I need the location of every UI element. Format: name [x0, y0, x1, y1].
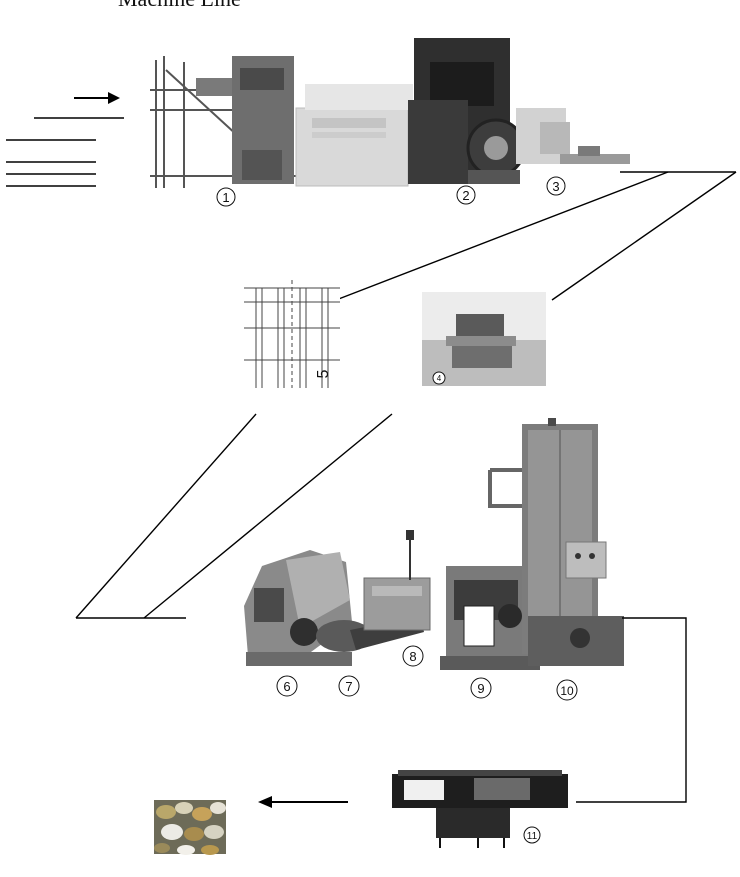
machine-11-packer [392, 770, 568, 848]
station-4-label: 4 [432, 371, 446, 385]
machine-1-uncoiler [150, 56, 413, 188]
connector-line-bottom [576, 617, 687, 803]
station-3-label: 3 [546, 176, 566, 196]
machine-2-press [408, 38, 526, 184]
page-title: Machine Line [118, 0, 241, 11]
svg-text:3: 3 [552, 179, 559, 194]
coins-icon [154, 800, 226, 855]
dimension-label: 5 [315, 369, 332, 378]
station-9-label: 9 [470, 677, 492, 699]
station-7-label: 7 [338, 675, 360, 697]
station-2-label: 2 [456, 185, 476, 205]
svg-text:4: 4 [437, 374, 442, 383]
svg-text:11: 11 [527, 831, 538, 842]
machine-8-control-box [363, 530, 431, 631]
station-10-label: 10 [556, 679, 578, 701]
station-11-label: 11 [523, 826, 541, 844]
svg-text:8: 8 [409, 649, 416, 664]
svg-text:6: 6 [283, 679, 290, 694]
arrow-right-icon [74, 92, 120, 104]
svg-text:1: 1 [222, 190, 229, 205]
svg-text:9: 9 [477, 681, 484, 696]
machine-10-tower [488, 418, 624, 666]
strip-layout-drawing: 5 [244, 278, 340, 388]
svg-text:2: 2 [462, 188, 469, 203]
station-6-label: 6 [276, 675, 298, 697]
svg-text:7: 7 [345, 679, 352, 694]
machine-3-conveyor [516, 108, 630, 164]
input-strips [6, 117, 124, 187]
station-8-label: 8 [402, 645, 424, 667]
machine-9-press [440, 566, 540, 670]
connector-lines-middle [75, 413, 393, 619]
station-1-label: 1 [216, 187, 236, 207]
connector-lines-top [335, 171, 737, 301]
arrow-left-icon [258, 796, 348, 808]
svg-text:10: 10 [560, 684, 574, 698]
